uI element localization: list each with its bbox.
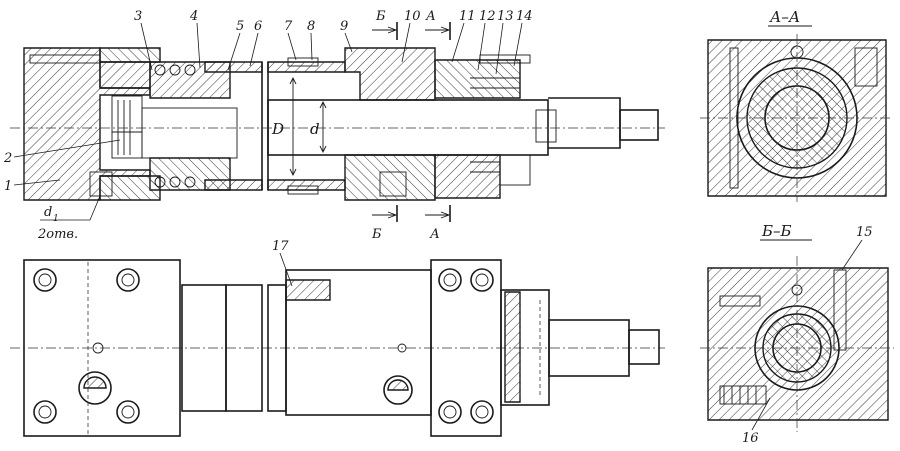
part-label-2: 2 <box>3 151 12 166</box>
section-a-a-title: А–А <box>769 8 800 26</box>
section-b-b-title: Б–Б <box>761 222 792 240</box>
part-label-16: 16 <box>742 431 759 446</box>
dim-label-big-d: D <box>271 120 284 138</box>
cut-label-a-bottom: А <box>429 227 440 242</box>
part-label-7: 7 <box>284 19 293 34</box>
dim-label-d1: d <box>44 205 52 220</box>
longitudinal-section-view <box>10 22 665 222</box>
part-label-17: 17 <box>272 239 289 254</box>
dim-label-d1-sub: 1 <box>53 214 59 224</box>
cut-label-b-top: Б <box>375 9 386 24</box>
part-label-6: 6 <box>254 19 262 34</box>
part-label-10: 10 <box>404 9 421 24</box>
holes-note: 2отв. <box>37 227 78 242</box>
part-label-8: 8 <box>307 19 315 34</box>
cut-label-a-top: А <box>425 9 436 24</box>
part-label-11: 11 <box>459 9 476 24</box>
part-label-12: 12 <box>479 9 496 24</box>
part-label-14: 14 <box>516 9 533 24</box>
part-label-13: 13 <box>497 9 514 24</box>
plan-view <box>10 259 665 437</box>
section-b-b-view: Б–Б <box>700 222 894 432</box>
part-label-4: 4 <box>189 9 198 24</box>
section-a-a-view: А–А <box>700 8 892 202</box>
part-label-15: 15 <box>856 225 873 240</box>
part-label-9: 9 <box>340 19 348 34</box>
dim-label-small-d: d <box>310 120 320 138</box>
part-labels: 3 4 5 6 7 8 9 10 11 12 13 14 2 1 d 1 2от… <box>3 9 533 242</box>
part-label-5: 5 <box>236 19 244 34</box>
part-label-3: 3 <box>134 9 142 24</box>
cut-label-b-bottom: Б <box>371 227 382 242</box>
part-label-1: 1 <box>4 179 12 194</box>
